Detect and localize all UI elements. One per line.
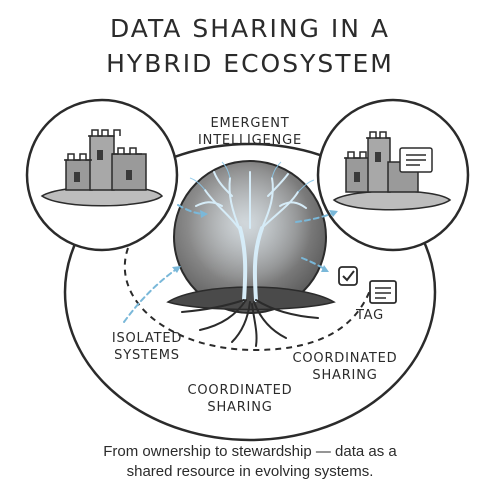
emergent-label-line-2: INTELLIGENGE: [198, 133, 302, 148]
tag-label: TAG: [355, 308, 385, 323]
caption: From ownership to stewardship — data as …: [0, 442, 500, 482]
tree-icon: [166, 160, 336, 347]
coord-right-line-2: SHARING: [312, 368, 378, 383]
dashed-cycle-arc: [123, 247, 373, 352]
coordinated-sharing-bottom-label: COORDINATED SHARING: [175, 382, 305, 416]
document-icon: [369, 280, 397, 304]
castle-icon: [40, 129, 164, 207]
emergent-label: EMERGENT INTELLIGENGE: [190, 115, 310, 149]
checkbox-icon: [338, 266, 358, 286]
isolated-label-line-2: SYSTEMS: [114, 348, 180, 363]
coord-right-line-1: COORDINATED: [292, 351, 398, 366]
coord-bottom-line-1: COORDINATED: [187, 383, 293, 398]
caption-line-1: From ownership to stewardship — data as …: [103, 443, 397, 460]
ecosystem-circle: [63, 142, 437, 442]
isolated-label-line-1: ISOLATED: [111, 331, 183, 346]
caption-line-2: shared resource in evolving systems.: [126, 463, 374, 480]
emergent-label-line-1: EMERGENT: [210, 116, 290, 131]
coordinated-sharing-right-label: COORDINATED SHARING: [280, 350, 410, 384]
castle-document-icon: [332, 131, 452, 211]
coord-bottom-line-2: SHARING: [207, 400, 273, 415]
title-line-1: DATA SHARING IN A: [109, 14, 390, 43]
title-line-2: HYBRID ECOSYSTEM: [106, 49, 394, 78]
isolated-systems-label: ISOLATED SYSTEMS: [92, 330, 202, 364]
